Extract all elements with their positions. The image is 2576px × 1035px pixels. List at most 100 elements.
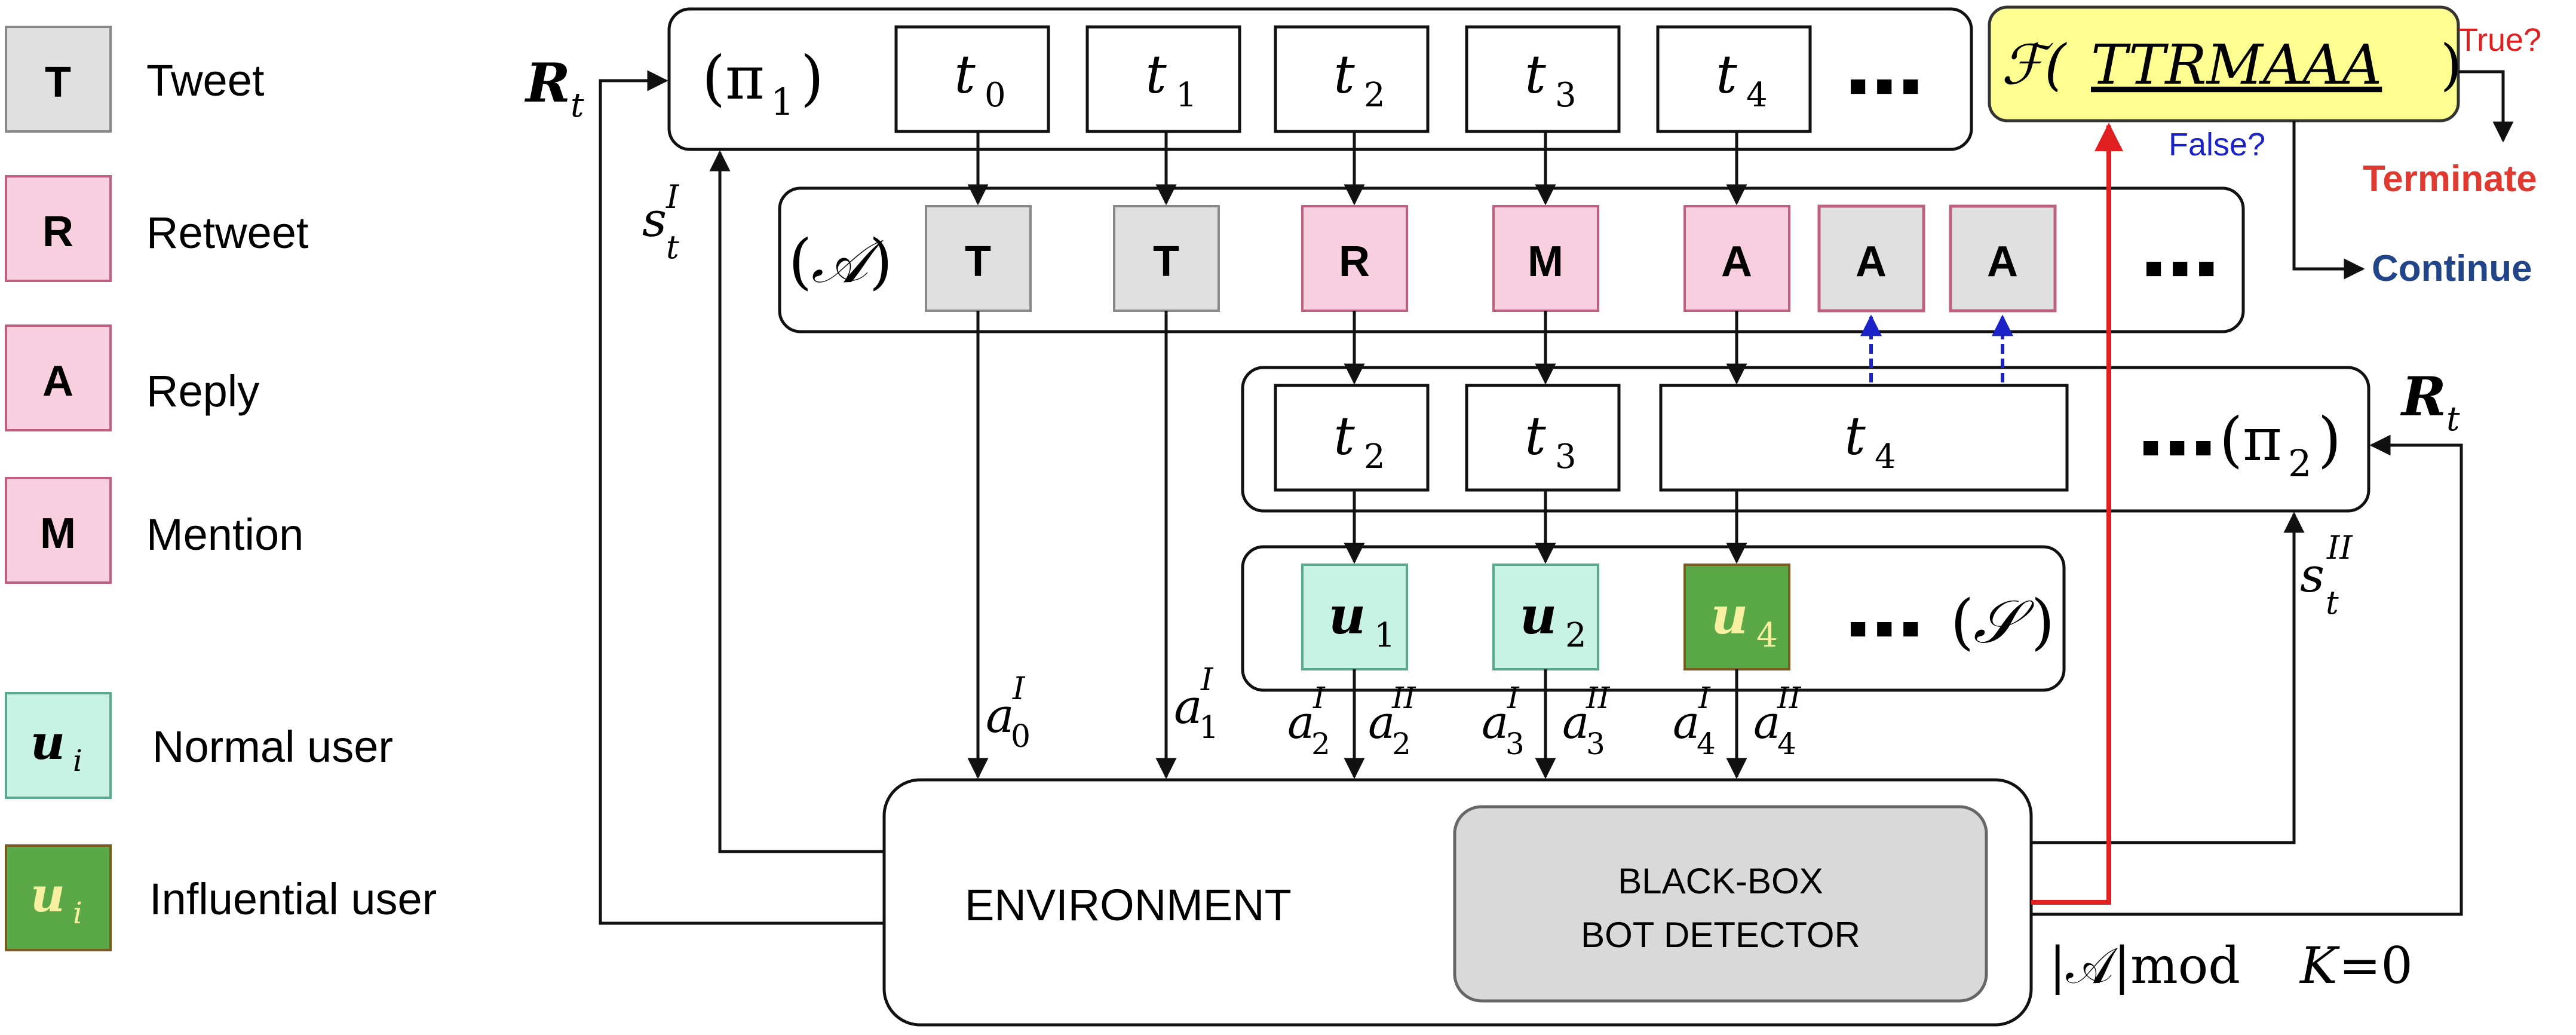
environment: ENVIRONMENT BLACK-BOX BOT DETECTOR |𝒜|mo…	[882, 778, 2413, 1027]
svg-text:t: t	[571, 86, 584, 125]
svg-text:4: 4	[1875, 437, 1896, 476]
svg-text:=0: =0	[2339, 936, 2413, 995]
pi2-timestep-t4: t 4	[1659, 384, 2069, 492]
label-a4: a 4 I a 4 II	[1673, 681, 1802, 761]
legend-label: Influential user	[149, 874, 437, 924]
false-label: False?	[2169, 127, 2265, 163]
legend-glyph-sub: i	[73, 896, 82, 930]
action-item-r: R	[1301, 205, 1408, 312]
svg-text:u: u	[1520, 586, 1557, 646]
legend-label: Mention	[146, 510, 303, 559]
svg-text:A: A	[1721, 238, 1752, 286]
svg-text:R: R	[524, 51, 571, 115]
user-container	[1241, 545, 2066, 692]
svg-text:T: T	[1153, 238, 1179, 286]
svg-text:(π: (π	[2219, 405, 2282, 474]
svg-text:2: 2	[1364, 437, 1385, 476]
svg-text:2: 2	[1311, 727, 1330, 761]
arrow-state-to-pi1	[709, 150, 884, 853]
pi2-ellipsis: ■ ■ ■	[2142, 430, 2212, 464]
svg-text:|𝒜|mod: |𝒜|mod	[2049, 936, 2240, 995]
svg-text:M: M	[1528, 238, 1563, 286]
svg-text:a: a	[1287, 696, 1314, 749]
legend-glyph: u	[30, 714, 65, 770]
arrow-reward-to-pi2	[2031, 434, 2463, 916]
label-a2: a 2 I a 2 II	[1287, 681, 1416, 761]
svg-text:): )	[801, 43, 824, 113]
arrow-state-to-pi2	[2031, 512, 2305, 844]
pi1-timestep-t0: t 0	[894, 25, 1050, 133]
legend-label: Tweet	[146, 56, 265, 105]
svg-text:(: (	[1951, 587, 1974, 657]
svg-text:s: s	[2300, 547, 2324, 603]
svg-text:1: 1	[1176, 76, 1197, 115]
environment-label: ENVIRONMENT	[965, 880, 1292, 930]
pi1-ellipsis: ■ ■ ■	[1849, 69, 1919, 102]
legend: T Tweet R Retweet A Reply M Mention u i …	[5, 26, 437, 951]
svg-text:4: 4	[1777, 727, 1796, 761]
pi1-timestep-t3: t 3	[1465, 25, 1621, 133]
svg-text:(: (	[789, 226, 812, 296]
user-label: ( 𝒮 )	[1951, 587, 2054, 657]
pi1-policy: (π 1 ) t 0 t 1 t 2 t 3 t 4 ■ ■ ■	[667, 7, 1973, 151]
arrow-false-to-continue	[2292, 121, 2365, 280]
label-r-t-left: R t	[524, 51, 584, 125]
user-u2-normal: u 2	[1492, 564, 1599, 670]
svg-text:II: II	[1391, 681, 1416, 715]
svg-text:a: a	[1753, 696, 1780, 749]
svg-text:a: a	[1174, 679, 1203, 734]
legend-glyph: R	[42, 208, 73, 256]
svg-text:t: t	[1844, 405, 1866, 467]
svg-text:0: 0	[1011, 719, 1031, 755]
terminate-label: Terminate	[2363, 158, 2537, 200]
user-selection: u 1 u 2 u 4 ■ ■ ■ ( 𝒮 )	[1241, 545, 2066, 692]
legend-influential-user: u i Influential user	[5, 844, 437, 951]
svg-text:a: a	[1368, 696, 1395, 749]
svg-text:A: A	[1987, 238, 2018, 286]
termination-function: ℱ(	[2001, 33, 2067, 97]
pi2-policy: t 2 t 3 t 4 ■ ■ ■ (π 2 )	[1241, 366, 2370, 513]
legend-label: Normal user	[152, 722, 393, 771]
svg-text:4: 4	[1756, 616, 1778, 655]
svg-text:R: R	[1339, 238, 1370, 286]
action-item-a: A	[1683, 205, 1790, 312]
pi1-timestep-t4: t 4	[1656, 25, 1812, 133]
svg-text:I: I	[1507, 681, 1520, 715]
arrow-true-to-terminate	[2458, 70, 2514, 143]
legend-glyph: M	[40, 510, 76, 558]
svg-text:u: u	[1329, 586, 1366, 646]
detector-query-arrow	[2031, 123, 2123, 905]
legend-glyph-sub: i	[73, 743, 82, 778]
svg-text:K: K	[2299, 936, 2340, 995]
svg-text:t: t	[1333, 44, 1355, 105]
svg-text:2: 2	[1392, 727, 1411, 761]
label-a3: a 3 I a 3 II	[1482, 681, 1611, 761]
svg-text:a: a	[986, 688, 1014, 743]
legend-tweet: T Tweet	[5, 26, 265, 133]
action-item-t: T	[925, 205, 1032, 312]
continue-label: Continue	[2372, 248, 2532, 289]
action-item-a-candidate: A	[1817, 204, 1925, 313]
termination-function-close: )	[2440, 33, 2462, 97]
bot-detector-box	[1453, 805, 1988, 1003]
edge-labels: a 0 I a 1 I a 2 I a 2 II a 3 I a 3 II a …	[524, 51, 2460, 761]
svg-text:I: I	[1012, 671, 1026, 707]
svg-text:): )	[869, 226, 893, 296]
svg-text:t: t	[1716, 44, 1737, 105]
svg-text:II: II	[1586, 681, 1611, 715]
svg-text:s: s	[642, 192, 667, 247]
legend-glyph: A	[42, 357, 73, 405]
svg-text:I: I	[1312, 681, 1326, 715]
svg-text:1: 1	[1374, 616, 1396, 655]
svg-text:2: 2	[2288, 442, 2311, 485]
true-label: True?	[2458, 22, 2541, 58]
legend-glyph: T	[45, 59, 71, 106]
svg-text:t: t	[1525, 44, 1546, 105]
action-ellipsis: ■ ■ ■	[2145, 251, 2215, 284]
svg-text:II: II	[1777, 681, 1802, 715]
svg-text:3: 3	[1505, 727, 1525, 761]
action-label: ( 𝒜 )	[789, 226, 893, 296]
legend-glyph: u	[30, 866, 65, 923]
bot-detector-line2: BOT DETECTOR	[1581, 915, 1860, 955]
